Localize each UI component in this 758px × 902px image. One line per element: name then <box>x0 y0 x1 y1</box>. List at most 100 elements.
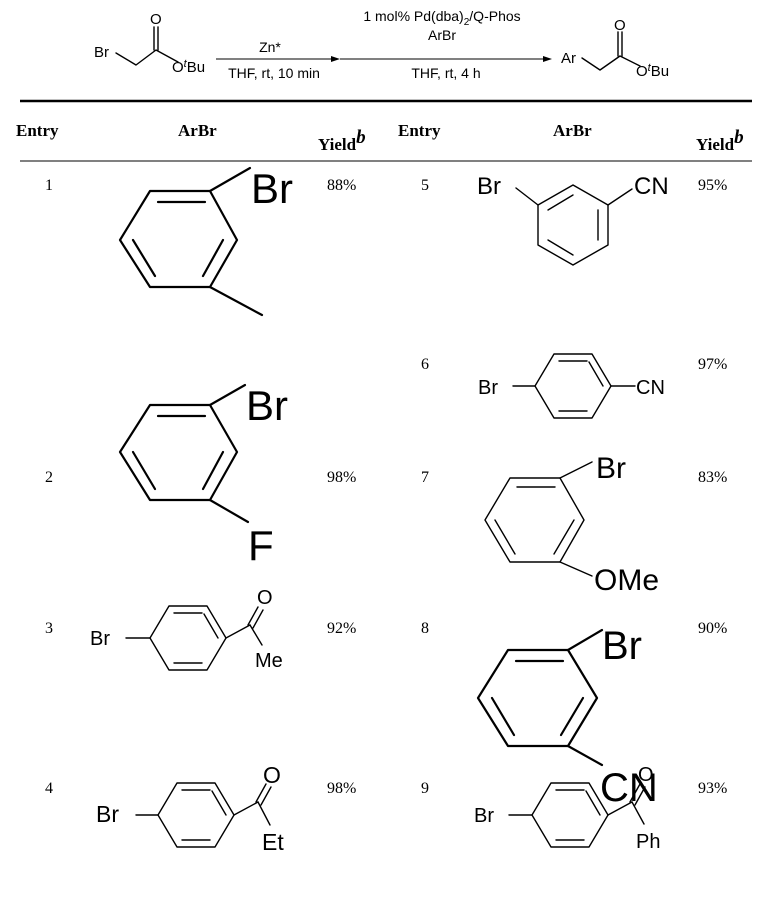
cn-label: CN <box>600 766 658 810</box>
br-label: Br <box>477 173 501 200</box>
header-yield-2: Yieldb <box>696 127 744 154</box>
structure-entry-6: Br CN <box>478 353 665 419</box>
entry-5-yield: 95% <box>698 177 727 194</box>
product-bonds <box>581 55 641 71</box>
ring-inner-bond <box>585 790 601 816</box>
step1-reagent: Zn* <box>259 39 281 55</box>
o-label: O <box>638 764 654 786</box>
entry-7-number: 7 <box>421 469 429 486</box>
br-label: Br <box>474 805 494 827</box>
carbonyl-bond-1 <box>247 606 259 626</box>
carbonyl-alkyl-bond <box>249 624 263 646</box>
header-entry-1: Entry <box>16 121 59 140</box>
product-structure: Ar O OtBu <box>561 17 669 80</box>
structure-entry-3: Br O Me <box>90 587 283 672</box>
benzene-ring <box>118 189 239 289</box>
br-label: Br <box>602 624 642 668</box>
c-br-bond <box>208 166 252 193</box>
br-label: Br <box>90 628 110 650</box>
step2-conditions: THF, rt, 4 h <box>411 65 480 81</box>
structure-entry-8: Br CN <box>476 624 658 810</box>
reactant-bonds <box>115 49 179 66</box>
ring-inner-bond <box>131 238 157 278</box>
reactant-carbonyl-o: O <box>150 11 162 28</box>
entry-1-yield: 88% <box>327 177 356 194</box>
ring-inner-bond <box>588 361 604 387</box>
br-label: Br <box>251 165 293 212</box>
aryl-carbonyl-bond <box>233 801 259 816</box>
ring-inner-bond <box>494 519 516 555</box>
entry-3-number: 3 <box>45 620 53 637</box>
entry-3-yield: 92% <box>327 620 356 637</box>
benzene-ring <box>534 353 612 419</box>
step2-arbr: ArBr <box>428 27 456 43</box>
carbonyl-bond-1 <box>629 783 641 803</box>
benzene-ring <box>537 184 609 266</box>
entry-8-number: 8 <box>421 620 429 637</box>
reaction-arrow-1: Zn* THF, rt, 10 min <box>216 39 340 81</box>
ome-label: OMe <box>594 564 659 597</box>
ring-inner-bond <box>211 790 227 816</box>
aryl-carbonyl-bond <box>225 624 251 639</box>
reaction-arrow-2: 1 mol% Pd(dba)2/Q-Phos ArBr THF, rt, 4 h <box>340 8 552 81</box>
c-cn-bond <box>566 744 604 767</box>
table-header: Entry ArBr Yieldb Entry ArBr Yieldb <box>16 121 744 154</box>
entry-6-number: 6 <box>421 356 429 373</box>
c-cn-bond <box>607 188 633 206</box>
c-br-bond <box>515 187 539 206</box>
f-label: F <box>248 522 274 569</box>
c-br-bond <box>559 461 593 479</box>
entry-7-yield: 83% <box>698 469 727 486</box>
br-label: Br <box>596 452 626 485</box>
structure-entry-2: Br F <box>118 382 288 569</box>
step1-conditions: THF, rt, 10 min <box>228 65 320 81</box>
carbonyl-bond-2 <box>634 786 646 806</box>
entry-2-number: 2 <box>45 469 53 486</box>
entry-1-number: 1 <box>45 177 53 194</box>
header-entry-2: Entry <box>398 121 441 140</box>
carbonyl-bond-2 <box>252 609 264 629</box>
ring-inner-bond <box>201 238 225 278</box>
reaction-scheme: Br O OtBu Zn* THF, rt, 10 min 1 mol% Pd(… <box>94 8 669 81</box>
product-otbu: OtBu <box>636 62 669 80</box>
reactant-otbu: OtBu <box>172 58 205 76</box>
carbonyl-aryl-bond <box>631 801 645 825</box>
me-label: Me <box>255 650 283 672</box>
ring-inner-bond <box>559 696 585 737</box>
entry-cells: 1 88% 2 98% 3 92% 4 98% 5 95% 6 97% 7 83… <box>45 177 727 797</box>
ring-inner-bond <box>553 519 575 555</box>
benzene-ring <box>157 782 235 848</box>
product-carbonyl-o: O <box>614 17 626 34</box>
ring-inner-bond <box>131 450 157 491</box>
step2-catalyst: 1 mol% Pd(dba)2/Q-Phos <box>363 8 520 28</box>
c-ome-bond <box>559 561 593 577</box>
c-br-bond <box>566 628 604 652</box>
br-label: Br <box>96 801 119 827</box>
reactant-structure: Br O OtBu <box>94 11 205 76</box>
carbonyl-bond-2 <box>260 786 272 806</box>
benzene-ring <box>476 648 599 748</box>
entry-9-number: 9 <box>421 780 429 797</box>
aryl-carbonyl-bond <box>607 801 633 816</box>
benzene-ring <box>118 403 239 502</box>
cn-label: CN <box>634 173 669 200</box>
entry-2-yield: 98% <box>327 469 356 486</box>
entry-6-yield: 97% <box>698 356 727 373</box>
header-arbr-2: ArBr <box>553 121 592 140</box>
structure-entry-7: Br OMe <box>484 452 659 597</box>
ring-inner-bond <box>203 613 219 639</box>
ring-inner-bond <box>547 194 574 211</box>
o-label: O <box>257 587 273 609</box>
entry-8-yield: 90% <box>698 620 727 637</box>
c-f-bond <box>208 498 250 524</box>
benzene-ring <box>149 605 227 671</box>
methyl-bond <box>208 285 264 317</box>
et-label: Et <box>262 829 284 855</box>
o-label: O <box>263 762 281 788</box>
structure-entry-1: Br <box>118 165 293 317</box>
entry-4-yield: 98% <box>327 780 356 797</box>
entry-4-number: 4 <box>45 780 53 797</box>
ph-label: Ph <box>636 831 660 853</box>
cn-label: CN <box>636 377 665 399</box>
